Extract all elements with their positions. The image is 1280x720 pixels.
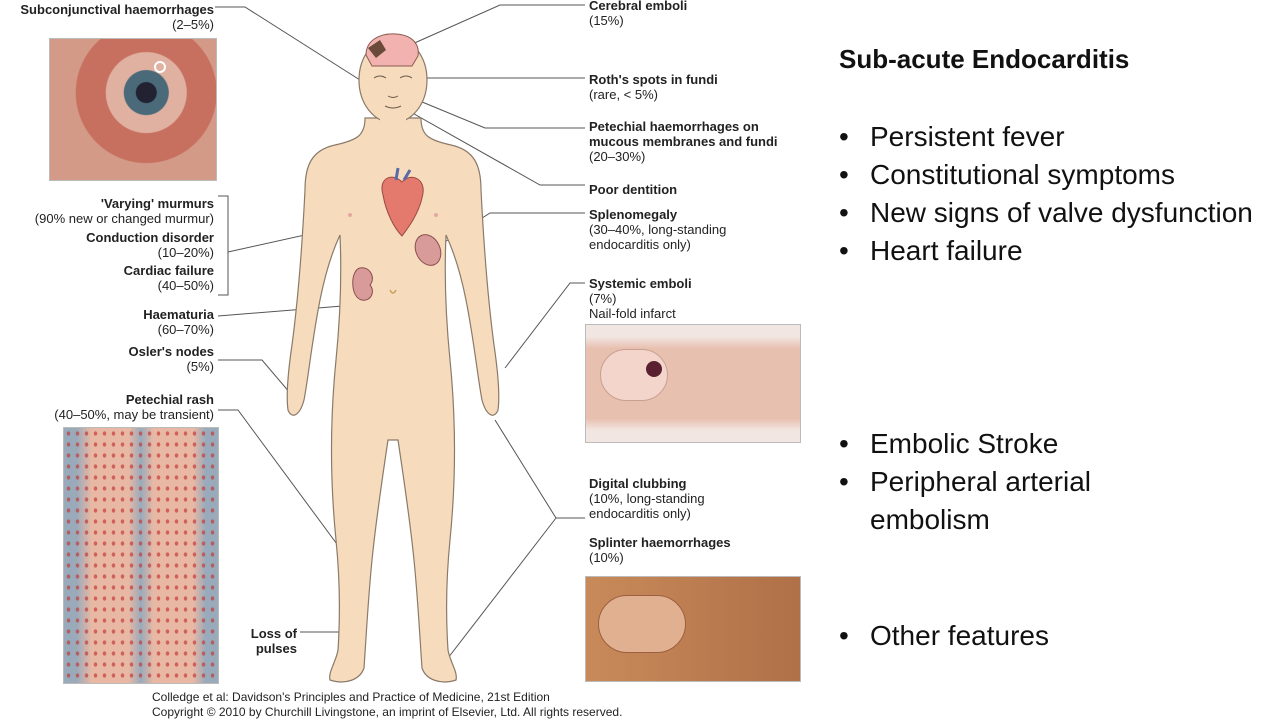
label-petechial-rash: Petechial rash (40–50%, may be transient… (54, 392, 214, 422)
label-varying-murmurs: 'Varying' murmurs (90% new or changed mu… (34, 196, 214, 226)
label-haematuria: Haematuria (60–70%) (143, 307, 214, 337)
bullet-item: Persistent fever (839, 118, 1259, 156)
label-splenomegaly: Splenomegaly (30–40%, long-standing endo… (589, 207, 727, 252)
head-details (373, 75, 413, 109)
subconjunctival-photo (49, 38, 217, 181)
splinter-haemorrhage-photo (585, 576, 801, 682)
label-conduction-disorder: Conduction disorder (10–20%) (86, 230, 214, 260)
human-body-figure (286, 36, 500, 683)
bullet-list-other: Other features (839, 617, 1259, 655)
brain-infarct-icon (368, 40, 386, 58)
leader-line (494, 419, 585, 519)
bullet-list-clinical: Persistent fever Constitutional symptoms… (839, 118, 1259, 270)
leader-line (217, 304, 356, 317)
copyright-line: Copyright © 2010 by Churchill Livingston… (152, 705, 623, 719)
leader-line (399, 105, 585, 186)
leader-line (215, 6, 361, 81)
bullet-item: Other features (839, 617, 1259, 655)
heart-icon (381, 167, 424, 237)
kidney-icon (352, 267, 373, 301)
label-systemic-emboli: Systemic emboli (7%) Nail-fold infarct (589, 276, 692, 321)
label-splinter-haemorrhages: Splinter haemorrhages (10%) (589, 535, 731, 565)
leader-line (447, 517, 557, 659)
credits-line: Colledge et al: Davidson's Principles an… (152, 690, 550, 704)
bullet-item: Constitutional symptoms (839, 156, 1259, 194)
label-oslers-nodes: Osler's nodes (5%) (128, 344, 214, 374)
rash-spots (64, 428, 218, 683)
slide-title: Sub-acute Endocarditis (839, 44, 1130, 74)
nail-fold-infarct-photo (585, 324, 801, 443)
label-petechial-mucous: Petechial haemorrhages on mucous membran… (589, 119, 778, 164)
petechial-rash-photo (63, 427, 219, 684)
label-digital-clubbing: Digital clubbing (10%, long-standing end… (589, 476, 705, 521)
label-loss-of-pulses: Loss of pulses (250, 626, 297, 656)
leader-line (218, 195, 229, 296)
bullet-item: Embolic Stroke (839, 425, 1139, 463)
bullet-item: Heart failure (839, 232, 1259, 270)
bullet-item: New signs of valve dysfunction (839, 194, 1259, 232)
bullet-item: Peripheral arterial embolism (839, 463, 1139, 539)
leader-line (397, 91, 585, 129)
spleen-icon (414, 234, 442, 266)
label-subconjunctival: Subconjunctival haemorrhages (2–5%) (20, 2, 214, 32)
label-poor-dentition: Poor dentition (589, 182, 678, 197)
bullet-list-embolic: Embolic Stroke Peripheral arterial embol… (839, 425, 1139, 539)
label-cardiac-failure: Cardiac failure (40–50%) (123, 263, 214, 293)
infarct-spot-icon (646, 361, 662, 377)
label-cerebral-emboli: Cerebral emboli (15%) (589, 0, 688, 28)
figure-credits: Colledge et al: Davidson's Principles an… (152, 690, 622, 720)
label-roth-spots: Roth's spots in fundi (rare, < 5%) (589, 72, 718, 102)
leader-line (218, 409, 346, 556)
eye-highlight-icon (154, 61, 166, 73)
leader-line (409, 4, 585, 46)
leader-line (504, 282, 585, 369)
leader-line (218, 359, 297, 401)
